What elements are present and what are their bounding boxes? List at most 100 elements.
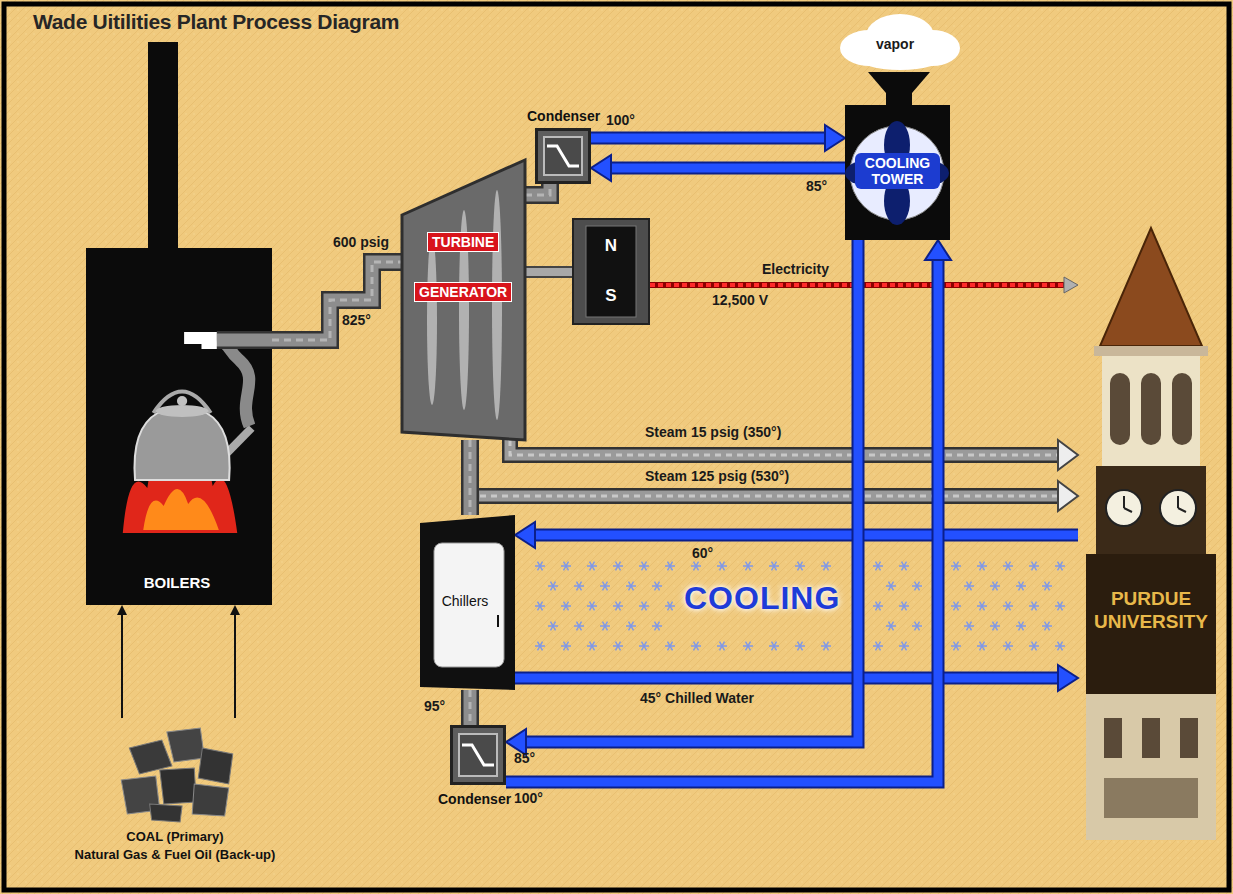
snowflake-texture <box>1003 602 1013 611</box>
snowflake-texture <box>1055 562 1065 571</box>
pipe-connector <box>469 690 472 725</box>
blue-connector <box>535 529 1078 542</box>
pipe-connector <box>525 184 550 195</box>
boiler-box <box>143 489 219 530</box>
condenser <box>452 727 505 784</box>
steam-connector <box>510 440 1058 455</box>
node-text: Condenser <box>438 791 511 807</box>
snowflake-texture <box>743 562 753 571</box>
pipe-connector <box>272 262 402 340</box>
snowflake-texture <box>990 622 1000 631</box>
pipe-connector <box>525 184 550 195</box>
snowflake-texture <box>587 602 597 611</box>
shaft-connector <box>525 266 572 278</box>
snowflake-texture <box>951 562 961 571</box>
pipe-connector <box>272 262 402 340</box>
snowflake-texture <box>795 562 805 571</box>
coal-connector <box>122 615 123 718</box>
snowflake-texture <box>652 582 662 591</box>
snowflake-texture <box>548 622 558 631</box>
snowflake-texture <box>951 602 961 611</box>
coal-supply <box>192 784 228 816</box>
steam-connector <box>510 440 1058 455</box>
pipe-connector <box>461 690 479 725</box>
snowflake-texture <box>561 642 571 651</box>
snowflake-texture <box>626 582 636 591</box>
tower-exhaust <box>868 72 930 106</box>
tower-exhaust <box>886 92 912 106</box>
chillers: Chillers <box>420 515 515 690</box>
condenser <box>537 130 590 183</box>
boiler-box <box>155 405 208 417</box>
snowflake-texture <box>977 602 987 611</box>
steam-connector <box>470 440 1058 496</box>
snowflake-texture <box>626 622 636 631</box>
snowflake-texture <box>691 562 701 571</box>
snowflake-texture <box>652 622 662 631</box>
frame-border <box>4 4 1229 890</box>
connector-label: 85° <box>806 178 827 194</box>
blue-connector <box>535 531 1078 540</box>
connector-label: 100° <box>606 112 635 128</box>
turbine-generator <box>402 160 525 440</box>
coal-supply <box>160 768 196 804</box>
pipe-connector <box>470 690 471 725</box>
vapor-cloud <box>840 14 960 70</box>
turbine-generator <box>492 190 502 420</box>
condenser <box>450 725 506 785</box>
blue-connector <box>506 260 938 782</box>
snowflake-texture <box>1042 622 1052 631</box>
blue-connector <box>506 260 938 782</box>
node-text: BOILERS <box>86 574 268 591</box>
snowflake-texture <box>795 642 805 651</box>
snowflake-texture <box>873 642 883 651</box>
pipe-connector <box>525 184 550 195</box>
snowflake-texture <box>1016 582 1026 591</box>
coal-supply: COAL (Primary)Natural Gas & Fuel Oil (Ba… <box>30 718 324 878</box>
boiler-box <box>217 334 272 347</box>
steam-connector <box>470 440 1058 496</box>
purdue-bell-tower <box>1094 346 1208 356</box>
snowflake-texture <box>535 642 545 651</box>
node-text: PURDUE UNIVERSITY <box>1086 588 1216 634</box>
blue-connector <box>591 132 825 145</box>
generator-magnet <box>586 226 636 317</box>
temperature-label: 825° <box>342 312 371 328</box>
purdue-bell-tower <box>1086 694 1216 840</box>
pipe-connector <box>272 262 402 340</box>
chillers <box>497 615 499 627</box>
purdue-bell-tower <box>1078 228 1224 840</box>
purdue-bell-tower <box>1142 718 1160 758</box>
condenser: Condenser <box>450 725 506 785</box>
blue-connector <box>515 678 1058 679</box>
condenser <box>459 734 497 776</box>
purdue-bell-tower <box>1086 554 1216 694</box>
blue-connector <box>591 138 825 139</box>
connector-label: 60° <box>692 545 713 561</box>
connector-label: Steam 125 psig (530°) <box>645 468 789 484</box>
blue-connector <box>535 535 1078 536</box>
snowflake-texture <box>561 602 571 611</box>
pipe-connector <box>525 184 550 195</box>
snowflake-texture <box>743 642 753 651</box>
generator-magnet: NS <box>572 218 650 325</box>
snowflake-texture <box>613 642 623 651</box>
snowflake-texture <box>587 642 597 651</box>
boiler-box <box>184 332 217 349</box>
purdue-bell-tower <box>1104 778 1198 818</box>
node-text: GENERATOR <box>414 282 512 302</box>
purdue-bell-tower <box>1124 496 1186 512</box>
generator-magnet <box>572 218 650 325</box>
snowflake-texture <box>899 602 909 611</box>
snowflake-texture <box>639 642 649 651</box>
blue-connector <box>515 672 1058 685</box>
node-text: S <box>586 286 636 306</box>
turbine-generator <box>427 235 437 405</box>
purdue-bell-tower <box>1172 373 1192 445</box>
boiler-box <box>217 331 272 349</box>
purdue-bell-tower <box>1180 718 1198 758</box>
connector-label: Steam 15 psig (350°) <box>645 424 781 440</box>
connector-label: 45° Chilled Water <box>640 690 754 706</box>
boiler-chimney <box>148 42 178 252</box>
snowflake-texture <box>665 642 675 651</box>
